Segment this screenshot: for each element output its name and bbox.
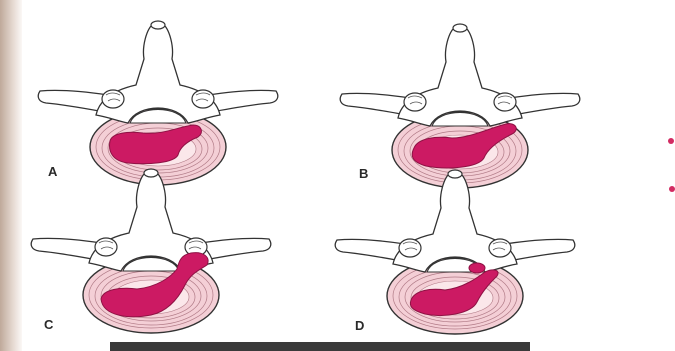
panel-c: [31, 169, 271, 333]
sequestered-fragment: [469, 263, 485, 273]
panel-b: [340, 24, 580, 188]
panel-d: [335, 170, 575, 334]
panel-label-d: D: [355, 318, 364, 333]
panel-label-b: B: [359, 166, 368, 181]
panel-label-a: A: [48, 164, 57, 179]
panel-label-c: C: [44, 317, 53, 332]
panel-a: [38, 21, 278, 185]
